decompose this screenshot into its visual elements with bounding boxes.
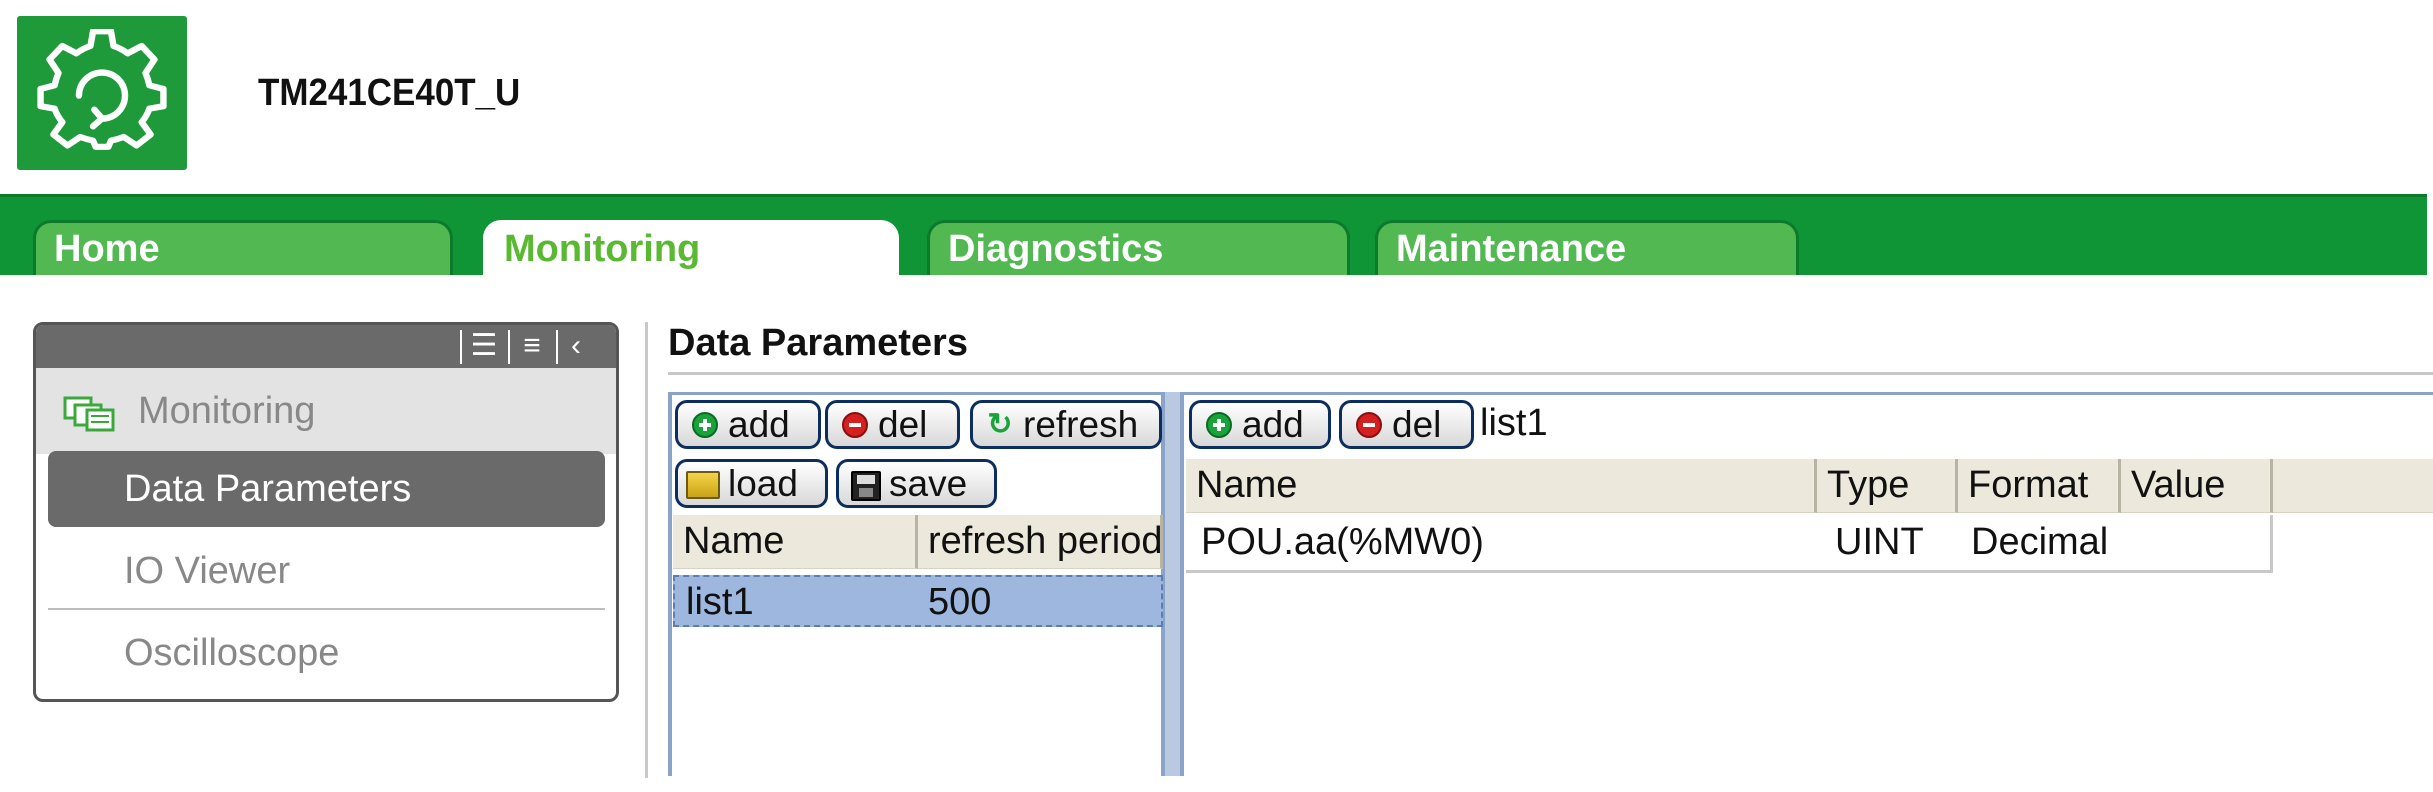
chevron-left-icon[interactable]: ‹ <box>556 330 594 364</box>
column-header-filler <box>2273 459 2433 513</box>
variable-name-cell: POU.aa(%MW0) <box>1201 521 1484 563</box>
add-list-label: add <box>728 404 790 445</box>
tab-monitoring-label: Monitoring <box>504 228 701 270</box>
tab-maintenance[interactable]: Maintenance <box>1375 220 1799 275</box>
tab-maintenance-label: Maintenance <box>1396 228 1627 270</box>
sidebar-section-monitoring[interactable]: Monitoring <box>36 368 616 454</box>
sidebar-item-label: IO Viewer <box>124 550 291 592</box>
collapse-all-icon[interactable]: ≡ <box>508 330 554 364</box>
delete-variable-button[interactable]: del <box>1339 400 1474 449</box>
selected-list-name: list1 <box>1480 402 1548 444</box>
tab-home[interactable]: Home <box>33 220 453 275</box>
sidebar-header: ☰ ≡ ‹ <box>36 325 616 368</box>
refresh-button[interactable]: ↻ refresh <box>970 400 1162 449</box>
sidebar-item-label: Oscilloscope <box>124 632 340 674</box>
delete-list-button[interactable]: del <box>825 400 960 449</box>
expand-all-icon[interactable]: ☰ <box>460 330 506 364</box>
add-variable-label: add <box>1242 404 1304 445</box>
lists-panel <box>668 392 1165 776</box>
list-name-cell: list1 <box>686 581 754 623</box>
tab-monitoring[interactable]: Monitoring <box>483 220 899 275</box>
table-row[interactable] <box>1186 515 2273 573</box>
column-header-name[interactable]: Name <box>673 515 918 569</box>
column-header-value[interactable]: Value <box>2121 459 2273 513</box>
sidebar-section-label: Monitoring <box>138 390 316 432</box>
page-title: Data Parameters <box>668 322 968 364</box>
content-divider <box>645 322 648 778</box>
tab-diagnostics[interactable]: Diagnostics <box>927 220 1350 275</box>
sidebar-item-label: Data Parameters <box>124 468 412 510</box>
add-icon <box>1206 412 1232 438</box>
save-button[interactable]: save <box>836 459 997 508</box>
delete-list-label: del <box>878 404 928 445</box>
refresh-icon: ↻ <box>987 408 1013 441</box>
delete-variable-label: del <box>1392 404 1442 445</box>
monitoring-icon <box>63 396 115 432</box>
add-list-button[interactable]: add <box>675 400 821 449</box>
add-icon <box>692 412 718 438</box>
column-header-refresh-period[interactable]: refresh period <box>918 515 1163 569</box>
sidebar-item-io-viewer[interactable]: IO Viewer <box>48 533 605 609</box>
variables-panel <box>1180 392 2433 776</box>
refresh-period-cell: 500 <box>928 581 992 623</box>
load-button[interactable]: load <box>675 459 828 508</box>
column-header-type[interactable]: Type <box>1817 459 1958 513</box>
floppy-disk-icon <box>851 471 881 501</box>
variable-type-cell: UINT <box>1835 521 1924 563</box>
tab-home-label: Home <box>54 228 160 270</box>
delete-icon <box>1356 412 1382 438</box>
add-variable-button[interactable]: add <box>1189 400 1331 449</box>
sidebar-item-data-parameters[interactable]: Data Parameters <box>48 451 605 527</box>
column-header-format[interactable]: Format <box>1958 459 2121 513</box>
sidebar-item-oscilloscope[interactable]: Oscilloscope <box>48 615 605 691</box>
sidebar-divider <box>48 608 605 610</box>
table-row[interactable] <box>673 575 1163 627</box>
main-tab-bar: Home Monitoring Diagnostics Maintenance <box>0 194 2427 275</box>
app-logo <box>17 16 187 170</box>
folder-open-icon <box>686 471 720 499</box>
refresh-label: refresh <box>1023 404 1139 445</box>
device-name: TM241CE40T_U <box>258 72 521 114</box>
save-label: save <box>889 463 968 504</box>
delete-icon <box>842 412 868 438</box>
column-header-name[interactable]: Name <box>1186 459 1817 513</box>
sidebar: ☰ ≡ ‹ Monitoring Data Parameters IO View… <box>33 322 619 702</box>
tab-diagnostics-label: Diagnostics <box>948 228 1164 270</box>
variable-format-cell: Decimal <box>1971 521 2109 563</box>
panel-splitter[interactable] <box>1165 392 1180 776</box>
gear-icon <box>37 29 167 150</box>
title-divider <box>668 372 2433 375</box>
load-label: load <box>728 463 798 504</box>
